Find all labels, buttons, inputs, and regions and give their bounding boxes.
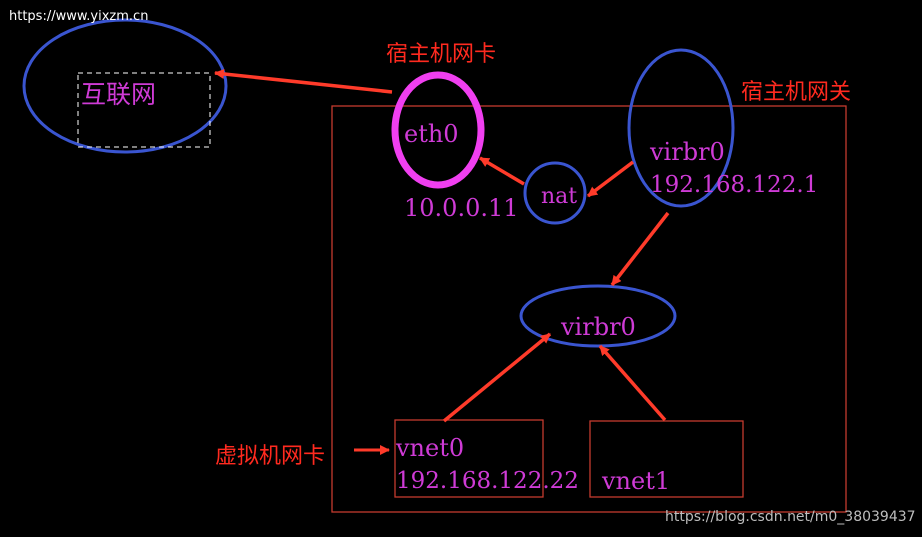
- virbr0-gateway-label: virbr0: [650, 138, 725, 166]
- nat-circle: [523, 161, 587, 225]
- nat-label: nat: [541, 184, 578, 209]
- arrow-vnet0-to-bridge: [442, 332, 552, 423]
- vnet0-label: vnet0: [396, 434, 465, 462]
- vnet0-ip-label: 192.168.122.22: [396, 468, 579, 494]
- internet-ellipse: [22, 18, 228, 154]
- eth0-ring: [391, 71, 485, 189]
- arrow-bridge-to-gateway: [610, 211, 670, 287]
- vnet1-box: [589, 420, 744, 498]
- arrow-gateway-to-nat: [586, 160, 635, 198]
- arrow-nat-to-eth0: [479, 156, 525, 186]
- internet-dashed-box: [77, 72, 211, 148]
- arrow-eth0-to-internet: [214, 68, 393, 94]
- arrow-vnet1-to-bridge: [598, 344, 667, 422]
- internet-label: 互联网: [81, 80, 157, 109]
- virbr0-bridge-label: virbr0: [561, 313, 636, 341]
- host-nic-annotation: 宿主机网卡: [386, 42, 497, 67]
- vm-nic-annotation: 虚拟机网卡: [215, 444, 326, 469]
- eth0-ip-label: 10.0.0.11: [404, 194, 519, 222]
- host-gateway-annotation: 宿主机网关: [741, 80, 852, 105]
- vnet1-label: vnet1: [602, 467, 671, 495]
- host-machine-box: [331, 105, 847, 513]
- eth0-label: eth0: [404, 120, 459, 148]
- virbr0-gateway-ellipse: [627, 48, 735, 208]
- virbr0-bridge-ellipse: [519, 284, 677, 348]
- bottom-watermark: https://blog.csdn.net/m0_38039437: [665, 509, 916, 525]
- vnet0-box: [394, 419, 544, 498]
- top-watermark: https://www.yixzm.cn: [9, 9, 149, 24]
- virbr0-gateway-ip-label: 192.168.122.1: [650, 172, 819, 198]
